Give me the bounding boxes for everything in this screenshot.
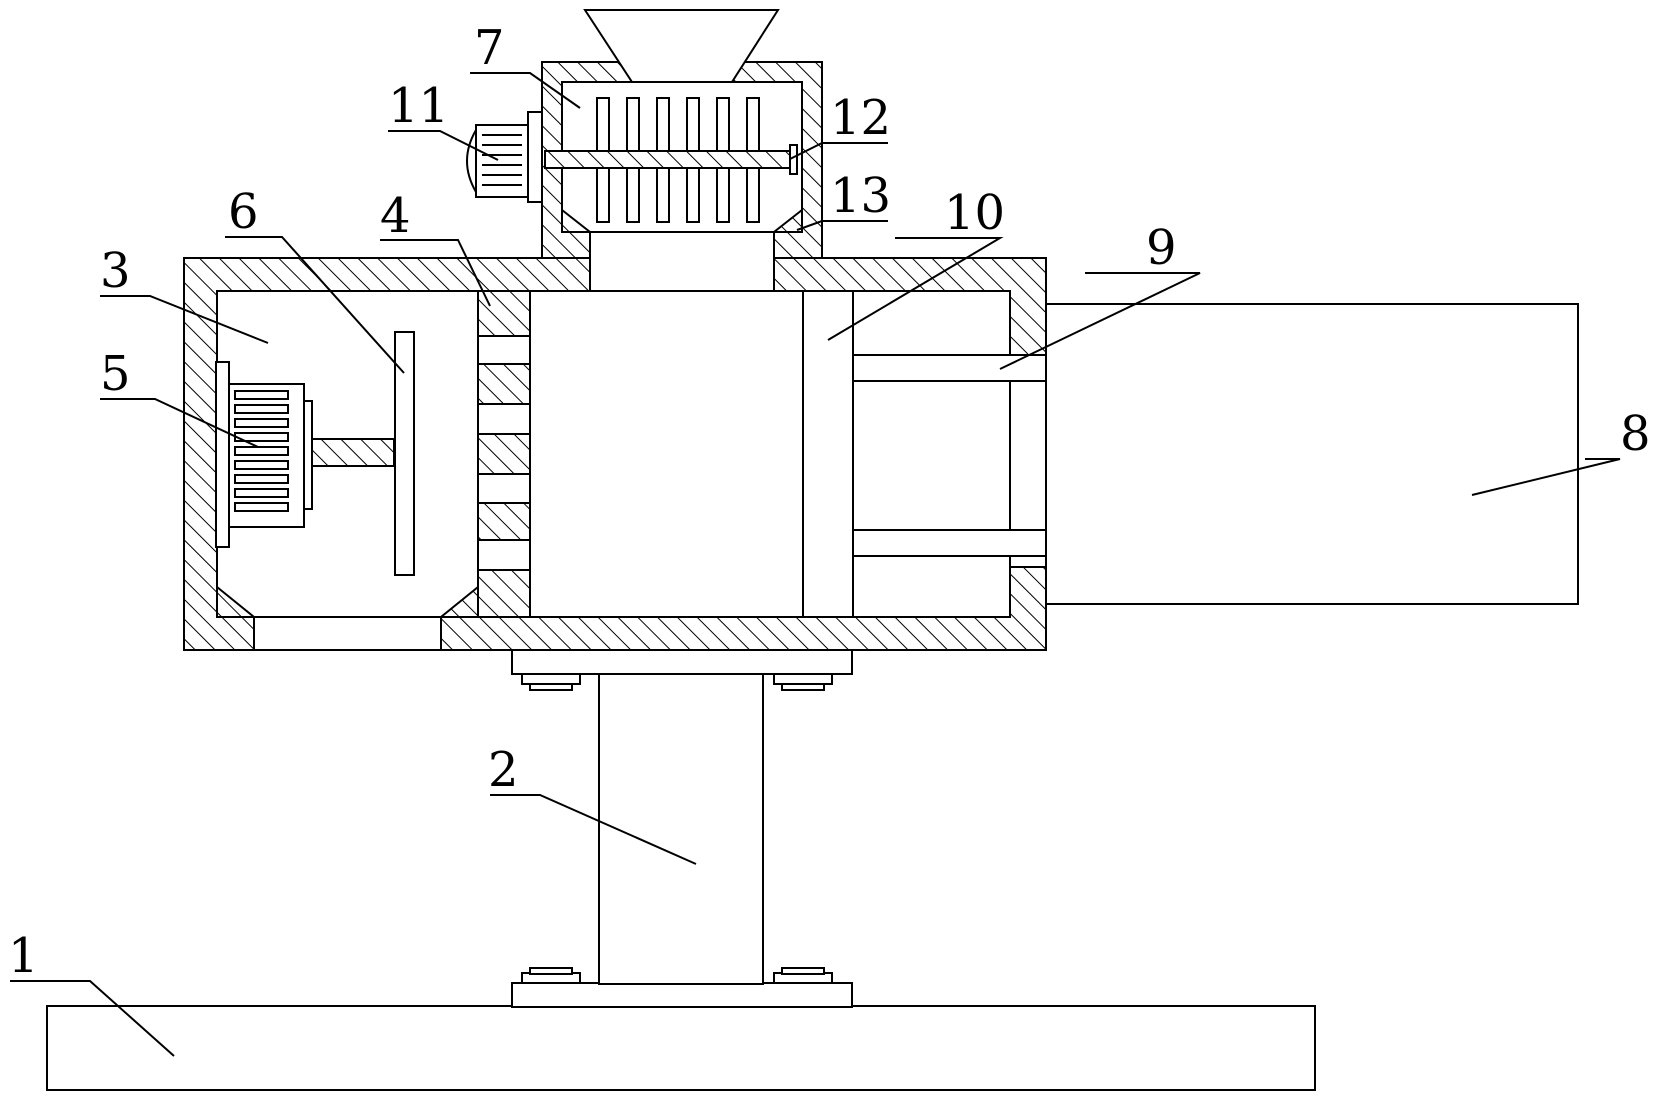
label-12: 12 (830, 90, 891, 146)
label-9: 9 (1146, 220, 1177, 276)
label-3: 3 (100, 243, 131, 299)
label-13: 13 (830, 168, 891, 224)
label-6: 6 (228, 184, 259, 240)
base-plate (47, 1006, 1315, 1090)
label-4: 4 (380, 188, 411, 244)
screen-grate (478, 291, 530, 617)
label-5: 5 (100, 346, 131, 402)
support-column (512, 650, 852, 1007)
label-10: 10 (944, 185, 1005, 241)
crushing-shaft (545, 151, 790, 168)
label-7: 7 (474, 20, 505, 76)
label-2: 2 (488, 742, 519, 798)
grinding-disc (395, 332, 414, 575)
label-8: 8 (1620, 406, 1651, 462)
label-11: 11 (388, 78, 449, 134)
cylinder-body (1046, 304, 1578, 604)
label-1: 1 (8, 928, 39, 984)
motor-top (467, 112, 542, 202)
